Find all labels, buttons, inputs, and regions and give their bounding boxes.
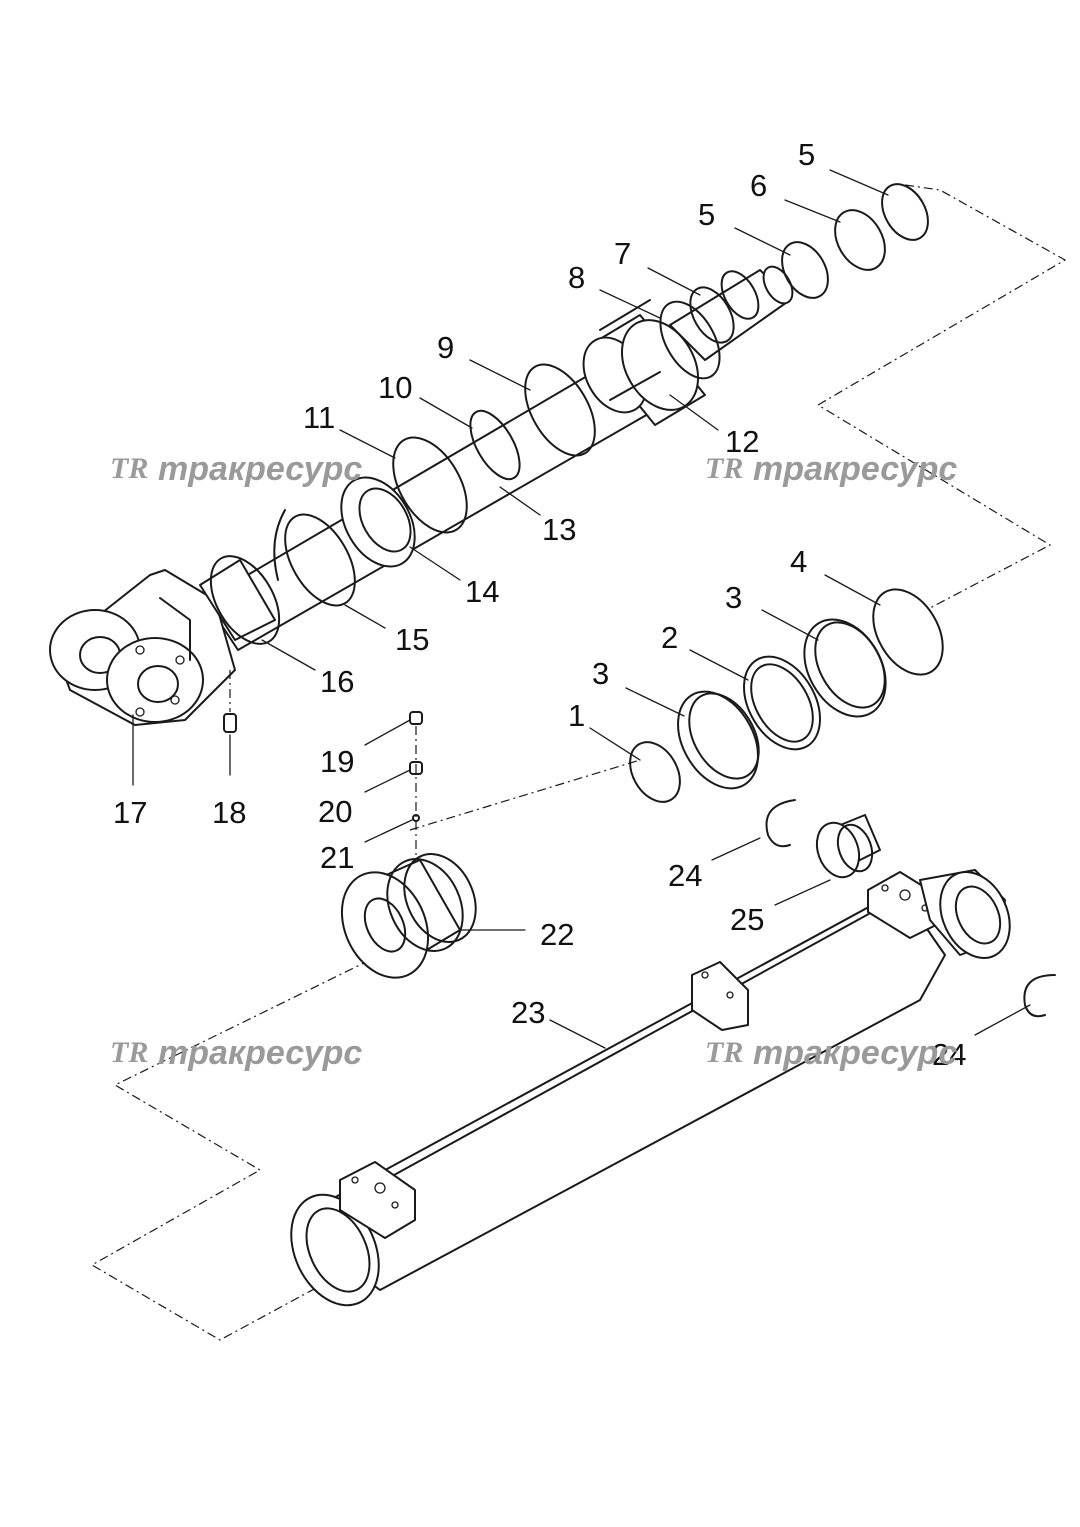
- cylinder-tube-23: [290, 869, 1011, 1307]
- callout-15: 15: [395, 622, 429, 657]
- callout-13: 13: [542, 512, 576, 547]
- callout-18: 18: [212, 795, 246, 830]
- callout-23: 23: [511, 995, 545, 1030]
- watermark-logo: TR: [705, 452, 743, 485]
- watermark-bottom-left: TR тракресурс: [110, 1034, 362, 1072]
- callout-21: 21: [320, 840, 354, 875]
- callout-3a: 3: [592, 656, 609, 691]
- part-number-callouts: 1 2 3 3 4 5 5 6 7 8 9 10 11 12 13 14 15 …: [113, 137, 966, 1072]
- watermark-text: тракресурс: [158, 1034, 362, 1072]
- watermark-bottom-right: TR тракресурс: [705, 1034, 957, 1072]
- piston-rod-assembly: [49, 183, 929, 726]
- callout-19: 19: [320, 744, 354, 779]
- callout-11: 11: [303, 400, 335, 435]
- callout-12: 12: [725, 424, 759, 459]
- callout-8: 8: [568, 260, 585, 295]
- callout-25: 25: [730, 902, 764, 937]
- callout-17: 17: [113, 795, 147, 830]
- bushing-and-circlips: [765, 799, 1056, 1018]
- callout-6: 6: [750, 168, 767, 203]
- grease-nipple-18: [223, 670, 237, 776]
- watermark-logo: TR: [705, 1036, 743, 1069]
- leader-lines: [132, 169, 1031, 1049]
- callout-22: 22: [540, 917, 574, 952]
- watermark-text: тракресурс: [753, 1034, 957, 1072]
- callout-24a: 24: [668, 858, 702, 893]
- set-screws: [409, 711, 423, 865]
- callout-20: 20: [318, 794, 352, 829]
- assembly-guide-lines: [90, 184, 1067, 1341]
- watermark-text: тракресурс: [158, 450, 362, 488]
- callout-14: 14: [465, 574, 499, 609]
- piston-22: [340, 853, 477, 979]
- callout-2: 2: [661, 620, 678, 655]
- callout-24b: 24: [932, 1037, 966, 1072]
- callout-5b: 5: [798, 137, 815, 172]
- callout-9: 9: [437, 330, 454, 365]
- callout-16: 16: [320, 664, 354, 699]
- watermark-logo: TR: [110, 452, 148, 485]
- watermark-logo: TR: [110, 1036, 148, 1069]
- piston-seal-rings: [629, 588, 944, 803]
- callout-4: 4: [790, 544, 807, 579]
- callout-10: 10: [378, 370, 412, 405]
- watermark-top-left: TR тракресурс: [110, 450, 362, 488]
- callout-1: 1: [568, 698, 585, 733]
- callout-7: 7: [614, 236, 631, 271]
- watermark-top-right: TR тракресурс: [705, 450, 957, 488]
- callout-3b: 3: [725, 580, 742, 615]
- callout-5a: 5: [698, 197, 715, 232]
- watermark-text: тракресурс: [753, 450, 957, 488]
